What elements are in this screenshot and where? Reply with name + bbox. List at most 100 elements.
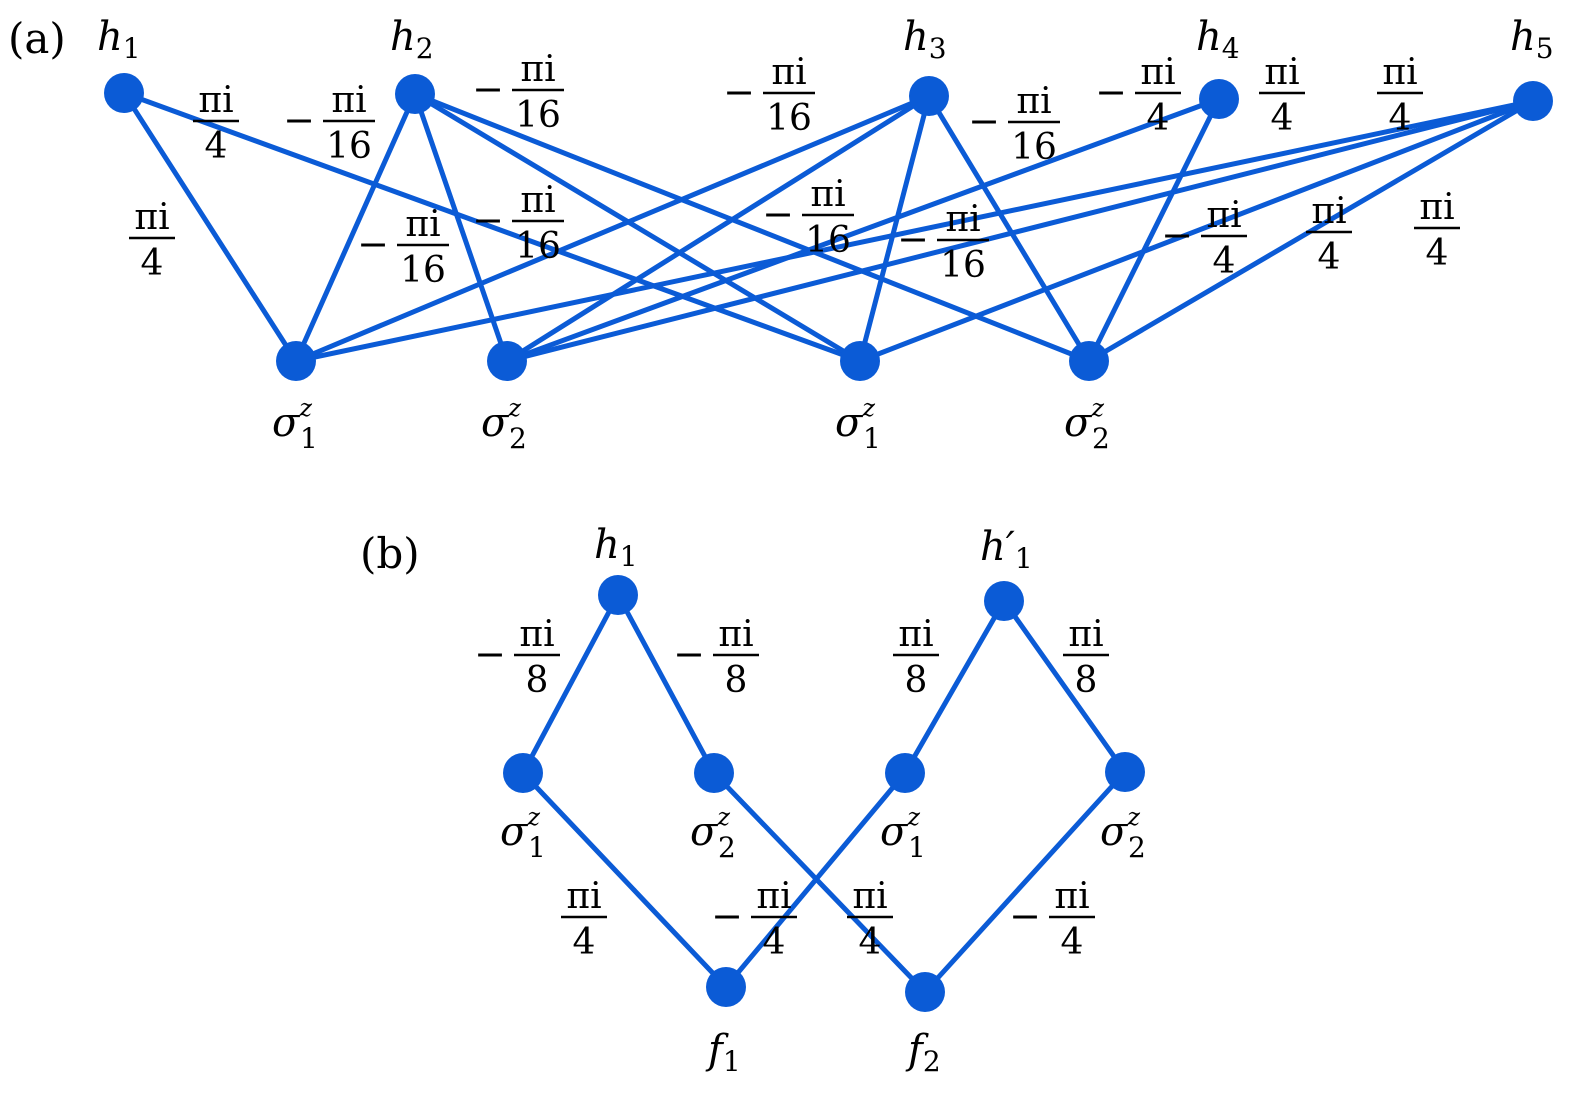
- weight-sign: −: [283, 98, 315, 142]
- weight-numerator: πi: [134, 197, 169, 238]
- weight-numerator: πi: [331, 80, 366, 121]
- weight-denominator: 8: [725, 660, 748, 701]
- edge-weight: πi4: [1377, 52, 1423, 139]
- edge-h4-s2b: [1086, 96, 1222, 364]
- node-h3: [909, 76, 949, 116]
- edge-weight: −πi8: [474, 614, 560, 701]
- edge-weight: −πi4: [1161, 195, 1247, 282]
- weight-denominator: 4: [205, 126, 228, 167]
- edge-bh1-bs1a: [520, 592, 621, 776]
- edge-weight: −πi 16: [283, 80, 375, 167]
- edge-h3-s2b: [926, 93, 1092, 364]
- weight-sign: −: [1009, 894, 1041, 938]
- node-bf2: [905, 972, 945, 1012]
- weight-numerator: πi: [718, 614, 753, 655]
- edge-bs2a-bf2: [711, 770, 928, 995]
- weight-denominator: 16: [766, 98, 812, 139]
- edge-weight: −πi4: [711, 876, 797, 963]
- edge-h5-s1b: [857, 98, 1536, 364]
- weight-numerator: πi: [1382, 52, 1417, 93]
- weight-denominator: 4: [1147, 98, 1170, 139]
- edge-h2-s1a: [293, 91, 418, 364]
- weight-numerator: πi: [519, 614, 554, 655]
- weight-denominator: 8: [526, 660, 549, 701]
- panel-a-label: (a): [8, 14, 66, 63]
- weight-numerator: πi: [898, 614, 933, 655]
- weight-sign: −: [762, 192, 794, 236]
- edge-weight: πi 8: [893, 614, 939, 701]
- weight-numerator: πi: [198, 80, 233, 121]
- weight-denominator: 4: [1061, 922, 1084, 963]
- weight-sign: −: [1161, 213, 1193, 257]
- weight-sign: −: [472, 67, 504, 111]
- node-bs2a: [694, 753, 734, 793]
- node-bs2b: [1105, 752, 1145, 792]
- edge-weight: πi 4: [193, 80, 239, 167]
- node-s1b: [840, 341, 880, 381]
- weight-denominator: 16: [515, 226, 561, 267]
- node-bh1p: [984, 581, 1024, 621]
- node-label-bf1: f1: [705, 1027, 741, 1078]
- node-bh1: [598, 575, 638, 615]
- edge-bs1a-bf1: [520, 770, 729, 990]
- edge-weight: πi4: [1306, 191, 1352, 278]
- weight-numerator: πi: [1206, 195, 1241, 236]
- weight-denominator: 16: [400, 250, 446, 291]
- node-label-bh1: h1: [594, 522, 638, 573]
- weight-numerator: πi: [756, 876, 791, 917]
- weight-numerator: πi: [945, 199, 980, 240]
- node-label-bf2: f2: [905, 1027, 941, 1078]
- edge-weight: −πi4: [1095, 52, 1181, 139]
- weight-numerator: πi: [810, 174, 845, 215]
- node-label-h2: h2: [390, 14, 434, 65]
- weight-denominator: 16: [1011, 127, 1057, 168]
- weight-numerator: πi: [1016, 81, 1051, 122]
- edge-weight: −πi 16: [357, 204, 449, 291]
- edge-weight: πi 4: [1259, 52, 1305, 139]
- node-label-h5: h5: [1510, 14, 1554, 65]
- weight-denominator: 16: [940, 245, 986, 286]
- node-label-h4: h4: [1196, 14, 1240, 65]
- weight-numerator: πi: [566, 876, 601, 917]
- node-s1a: [276, 341, 316, 381]
- weight-sign: −: [897, 217, 929, 261]
- nodes-layer: [104, 73, 1553, 1012]
- edge-bs2b-bf2: [922, 769, 1128, 995]
- weight-denominator: 4: [1271, 98, 1294, 139]
- weight-denominator: 4: [859, 922, 882, 963]
- weight-sign: −: [968, 99, 1000, 143]
- weight-denominator: 8: [905, 660, 928, 701]
- edge-h5-s2a: [504, 98, 1536, 364]
- weight-numerator: πi: [405, 204, 440, 245]
- edge-weight: πi4: [561, 876, 607, 963]
- edge-weight: −πi 16: [968, 81, 1060, 168]
- weight-numerator: πi: [1068, 614, 1103, 655]
- node-bf1: [706, 967, 746, 1007]
- node-bs1a: [503, 753, 543, 793]
- weight-sign: −: [711, 894, 743, 938]
- weight-sign: −: [357, 222, 389, 266]
- edge-bh1p-bs1b: [902, 598, 1007, 776]
- edge-weight: −πi 16: [762, 174, 854, 261]
- edge-weight: πi4: [1414, 187, 1460, 274]
- edge-h3-s2a: [504, 93, 932, 364]
- weight-denominator: 4: [141, 243, 164, 284]
- node-h2: [395, 74, 435, 114]
- weight-numerator: πi: [852, 876, 887, 917]
- edge-weight: −πi4: [1009, 876, 1095, 963]
- weight-numerator: πi: [1264, 52, 1299, 93]
- weight-sign: −: [673, 632, 705, 676]
- weight-denominator: 16: [805, 220, 851, 261]
- node-s2b: [1069, 341, 1109, 381]
- weight-numerator: πi: [1140, 52, 1175, 93]
- edge-weight: πi8: [1063, 614, 1109, 701]
- weight-denominator: 16: [326, 126, 372, 167]
